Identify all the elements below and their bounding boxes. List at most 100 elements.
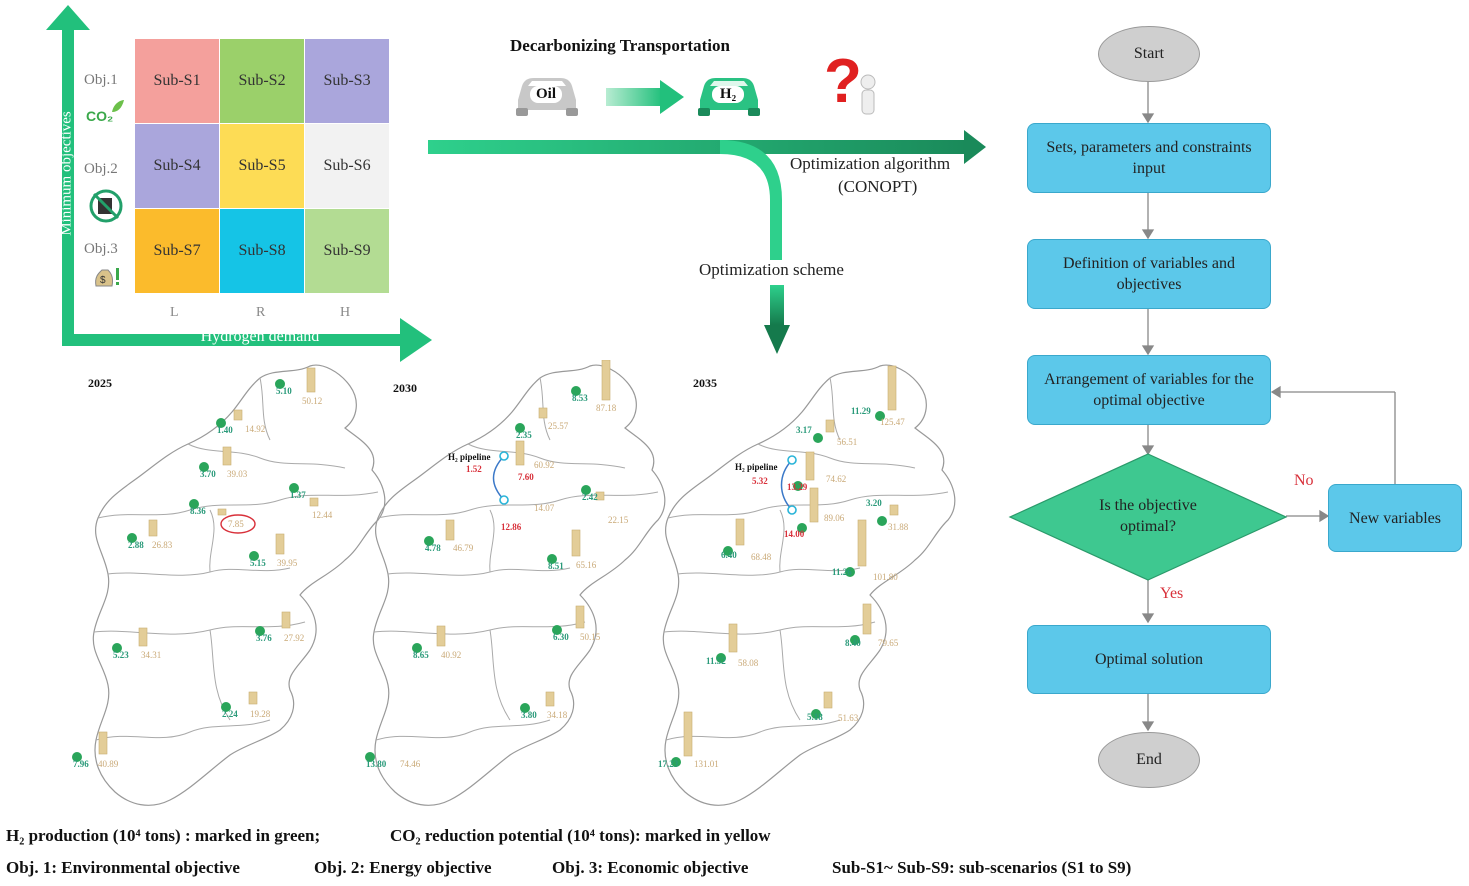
map-2035-h2-4: 11.26 <box>832 567 852 577</box>
map-2030-h2-6: 6.30 <box>553 632 569 642</box>
map-2025-h2-8: 3.76 <box>256 633 272 643</box>
map-2025-marker-7 <box>112 627 148 653</box>
map-2025-h2-1: 1.40 <box>217 425 233 435</box>
flowchart-decision-text: Is the objective optimal? <box>1099 497 1197 535</box>
map-2035-co2-5: 68.48 <box>751 552 772 562</box>
map-2025-marker-4 <box>289 483 319 507</box>
footer-co2-reduction: CO₂ reduction potential (10⁴ tons): mark… <box>390 826 771 845</box>
co2-icon-text: CO₂ <box>86 108 114 124</box>
map-2030-h2-4: 8.51 <box>548 561 564 571</box>
footer-obj2: Obj. 2: Energy objective <box>314 858 492 877</box>
obj3-label: Obj.3 <box>84 241 118 257</box>
map-2030-h2-7: 3.80 <box>521 710 537 720</box>
map-2025-marker-1 <box>216 409 243 428</box>
map-2025-h2-10: 7.96 <box>73 759 89 769</box>
map-2030-marker-6 <box>436 625 562 647</box>
map-2030-h2-8: 13.80 <box>366 759 387 769</box>
map-2025-marker-6 <box>249 533 285 561</box>
map-2035-h2-7: 5.18 <box>807 712 823 722</box>
h2-label: H₂ <box>712 86 744 103</box>
map-2030-co2-7: 40.92 <box>441 650 462 660</box>
map-2035-co2-6: 101.80 <box>873 572 898 582</box>
h2-pipeline-curve-0 <box>492 455 505 501</box>
x-axis-arrowhead <box>400 318 432 362</box>
map-2025-marker-9 <box>221 691 258 712</box>
map-2035-marker-10 <box>671 711 693 767</box>
map-2030-co2-1: 25.57 <box>548 421 569 431</box>
map-2025-co2-7: 34.31 <box>141 650 162 660</box>
map-2025-marker-2 <box>199 446 232 472</box>
map-2035-co2-0: 125.47 <box>880 417 905 427</box>
map-2035-marker-9 <box>811 691 833 719</box>
flowchart-no-label: No <box>1294 472 1314 489</box>
map-2035-co2-9: 51.63 <box>838 713 859 723</box>
map-2035-co2-4: 31.88 <box>888 522 909 532</box>
matrix-cell-sub-s9: Sub-S9 <box>305 209 389 293</box>
optimization-arrows <box>428 130 986 354</box>
footer-h2-production: H₂ production (10⁴ tons) : marked in gre… <box>6 826 321 845</box>
map-2035-h2-6: 8.40 <box>845 638 861 648</box>
obj2-label: Obj.2 <box>84 161 118 177</box>
map-2035-h2-2: 3.20 <box>866 498 882 508</box>
map-2030-pipeline-value-1: 7.60 <box>518 472 534 482</box>
map-2035-co2-1: 56.51 <box>837 437 858 447</box>
map-2035-h2-1: 3.17 <box>796 425 812 435</box>
map-2025-marker-8 <box>255 611 291 636</box>
map-2025-co2-3: 7.85 <box>228 519 244 529</box>
map-2030-co2-6: 65.16 <box>576 560 597 570</box>
map-2035-marker-7 <box>716 623 738 663</box>
question-figure-icon: ? <box>824 47 876 116</box>
demand-level-r: R <box>256 305 266 320</box>
map-2035-pipeline-value-2: 14.00 <box>784 529 805 539</box>
map-2025-h2-7: 5.23 <box>113 650 129 660</box>
map-2025-marker-3 <box>189 499 227 516</box>
demand-level-h: H <box>340 305 351 320</box>
map-2025-co2-4: 12.44 <box>312 510 333 520</box>
map-2035-pipeline-value-0: 5.32 <box>752 476 768 486</box>
flowchart-start: Start <box>1098 26 1200 82</box>
map-2035-year: 2035 <box>693 376 717 390</box>
matrix-axes <box>46 5 432 362</box>
svg-text:?: ? <box>824 47 862 116</box>
y-axis-arrowhead <box>46 5 90 30</box>
x-axis-label: Hydrogen demand <box>200 328 320 345</box>
map-2035-marker-2 <box>793 451 815 491</box>
y-axis-label: Minimum objectives <box>58 111 75 236</box>
map-2025-co2-8: 27.92 <box>284 633 305 643</box>
map-2030-h2-5: 8.65 <box>413 650 429 660</box>
map-2025-co2-0: 50.12 <box>302 396 323 406</box>
map-2035-pipeline-value-1: 13.29 <box>787 482 808 492</box>
map-2030-marker-2 <box>515 440 591 495</box>
flowchart-connectors <box>1141 80 1396 732</box>
map-2035-marker-5 <box>723 518 745 556</box>
h2-pipeline-curve-1 <box>780 459 793 511</box>
map-2025-co2-9: 19.28 <box>250 709 271 719</box>
map-2025-marker-5 <box>127 519 158 543</box>
matrix-cell-sub-s3: Sub-S3 <box>305 39 389 123</box>
map-2035-h2-8: 17.23 <box>658 759 679 769</box>
pipeline-pin-icon <box>499 451 509 461</box>
map-2025-co2-10: 40.89 <box>98 759 119 769</box>
map-2025-marker-10 <box>72 731 108 762</box>
map-2025-h2-5: 2.88 <box>128 540 144 550</box>
map-2030-co2-5: 46.79 <box>453 543 474 553</box>
matrix-cell-sub-s1: Sub-S1 <box>135 39 219 123</box>
pipeline-pin-icon <box>499 495 509 505</box>
map-2035-h2-0: 11.29 <box>851 406 871 416</box>
map-2030-co2-3: 14.07 <box>534 503 555 513</box>
map-2025-co2-5: 26.83 <box>152 540 173 550</box>
map-2035-marker-1 <box>813 419 835 443</box>
map-2030-co2-0: 87.18 <box>596 403 617 413</box>
map-2035-co2-3: 89.06 <box>824 513 845 523</box>
map-2035-co2-2: 74.62 <box>826 474 847 484</box>
transition-arrow <box>606 80 684 114</box>
matrix-cell-sub-s5: Sub-S5 <box>220 124 304 208</box>
oil-label: Oil <box>530 86 562 103</box>
map-2025-h2-9: 2.24 <box>222 709 238 719</box>
flowchart-new-variables: New variables <box>1328 484 1462 552</box>
energy-barrel-icon <box>89 189 123 223</box>
map-2035-h2-5: 11.52 <box>706 656 726 666</box>
map-2025-marker-0 <box>275 367 316 393</box>
pipeline-pin-icon <box>787 455 797 465</box>
flowchart-yes-label: Yes <box>1160 585 1184 602</box>
